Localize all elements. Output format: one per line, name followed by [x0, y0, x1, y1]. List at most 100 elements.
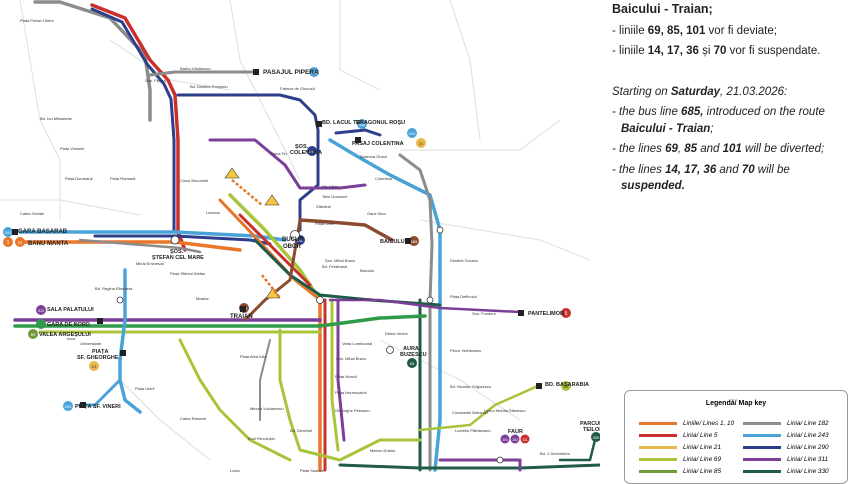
en-bullet-suspended: - the lines 14, 17, 36 and 70 will be su… [612, 162, 844, 195]
station-dots [116, 226, 504, 464]
label-bd-basarabia: BD. BASARABIA [545, 382, 589, 388]
label-pasaj-colentina: PASAJ COLENTINA [352, 141, 404, 147]
trunk-blue [18, 230, 287, 242]
route-lines [13, 0, 600, 472]
en-intro-pre: Starting on [612, 85, 671, 98]
badge-111[interactable] [520, 434, 530, 444]
badge-63[interactable] [407, 358, 417, 368]
en-block: Starting on Saturday, 21.03.2026: - the … [612, 84, 844, 195]
badge-69[interactable] [28, 329, 38, 339]
terminal-pasajul-pipera [253, 69, 259, 75]
line-290-path [176, 93, 320, 232]
badge-102[interactable] [510, 434, 520, 444]
label-luica: Luica [230, 468, 240, 473]
badge-330[interactable] [591, 432, 600, 442]
label-metrou-dristor: Metrou Dristor [370, 448, 396, 453]
line-311-north [208, 138, 367, 190]
stop-romana [116, 296, 124, 304]
label-dimitrie-grozea: Dimitrie Grozea [450, 258, 479, 263]
label-teiul-doamnei: Teiul Doamnei [322, 194, 347, 199]
badge-243b-label: 243 [65, 404, 72, 409]
badge-green-a[interactable] [36, 319, 46, 329]
badge-290b-label: 290 [297, 238, 304, 243]
ro-b1-nums: 69, 85, 101 [647, 24, 706, 37]
en-bullet-new-line: - the bus line 685, introduced on the ro… [612, 104, 844, 137]
label-circul-bucuresti: Circul București [180, 178, 208, 183]
terminal-lacul-tei [316, 121, 322, 127]
line-east-lime [330, 298, 340, 452]
line-east-purple [336, 298, 346, 442]
label-gheorghe-petrascu: Gheorghe Petrașcu [335, 408, 370, 413]
en-intro-date: , 21.03.2026 [720, 85, 784, 98]
legend-label: Linia/ Line 290 [787, 444, 829, 451]
legend-item: Linia/ Line 182 [743, 419, 829, 428]
en-intro-post: : [784, 85, 788, 98]
badge-311-label: 311 [38, 308, 45, 313]
en-b3-num2: 70 [741, 163, 755, 176]
badge-290-label: 290 [309, 149, 316, 154]
info-panel: Baicului - Traian; - liniile 69, 85, 101… [612, 0, 844, 380]
label-str-baicului: Baicului [360, 268, 374, 273]
line-parcul-teilor [558, 438, 597, 462]
en-b2-pre: - the lines [612, 143, 666, 155]
label-traian: TRAIAN [230, 314, 253, 320]
badge-335[interactable] [357, 119, 367, 129]
legend-label: Linia/ Line 69 [683, 456, 722, 463]
badge-243[interactable] [3, 227, 13, 237]
badge-312b-label: 312 [409, 131, 416, 136]
legend-label: Linia/ Line 5 [683, 432, 718, 439]
hub-stefan-cel-mare [170, 235, 180, 245]
label-piata-sf-vineri: PIAȚA SF. VINERI [75, 404, 121, 410]
label-sos-stefan-cel-mare: ȘOS.ȘTEFAN CEL MARE [152, 249, 204, 261]
terminal-sala-palatului [97, 318, 103, 324]
label-piata-unirii: Piața Unirii [135, 386, 154, 391]
badge-1[interactable] [3, 237, 13, 247]
label-lizeanu: Lizeanu [206, 210, 220, 215]
en-b1-post: introduced on the route [703, 106, 825, 118]
legend-label: Linia/ Line 243 [787, 432, 829, 439]
badge-10-label: 10 [18, 240, 23, 245]
legend-swatch [639, 422, 677, 425]
line-east-grey [398, 153, 434, 472]
ro-bullet-diverted: - liniile 69, 85, 101 vor fi deviate; [612, 23, 844, 40]
terminal-markers [12, 69, 542, 408]
label-piata-hurmuzachi: Piața Hurmuzachi [335, 390, 367, 395]
trunk-south-green [13, 314, 427, 328]
label-sos-mihai-bravu: Șos. Mihai Bravu [325, 258, 355, 263]
badge-10[interactable] [15, 237, 25, 247]
label-calea-rahovei: Calea Rahovei [180, 416, 206, 421]
badge-5[interactable] [561, 308, 571, 318]
badge-21a[interactable] [416, 138, 426, 148]
line-685-path [298, 218, 394, 242]
label-piata-presei: Piața Presei Libere [20, 18, 55, 23]
badge-312[interactable] [309, 67, 319, 77]
badge-101[interactable] [500, 434, 510, 444]
label-gara-obor: Gara Obor [367, 211, 387, 216]
line-south-purple [438, 458, 522, 472]
badge-1-label: 1 [7, 240, 10, 246]
label-piata-muncii: Piața Muncii [335, 374, 357, 379]
badge-290[interactable] [307, 146, 317, 156]
line-sw-lime [178, 338, 292, 462]
transit-map[interactable]: 312 335 312 290 21 243 1 10 685 290 685 … [0, 0, 600, 479]
label-piata-iancului: Piața Iancului [348, 296, 372, 301]
badge-311[interactable] [36, 305, 46, 315]
label-str-silvia: Str. Silvia [322, 184, 339, 189]
badge-312b[interactable] [407, 128, 417, 138]
line-sw-grey [259, 339, 271, 421]
legend-swatch [743, 422, 781, 425]
badge-685[interactable] [409, 236, 419, 246]
badge-243b[interactable] [63, 401, 73, 411]
label-sala-palatului: SALA PALATULUI [47, 307, 94, 313]
en-b1-end: ; [710, 122, 714, 135]
label-pasajul-pipera: PASAJUL PIPERA [263, 69, 319, 76]
legend-label: Linia/ Line 330 [787, 468, 829, 475]
legend-swatch [639, 470, 677, 473]
line-navy-east [334, 128, 382, 137]
badge-21b[interactable] [89, 361, 99, 371]
en-intro: Starting on Saturday, 21.03.2026: [612, 84, 844, 101]
terminal-basarabia [536, 383, 542, 389]
label-gara-basarab: GARA BASARAB [18, 229, 68, 235]
badge-69b[interactable] [561, 381, 571, 391]
